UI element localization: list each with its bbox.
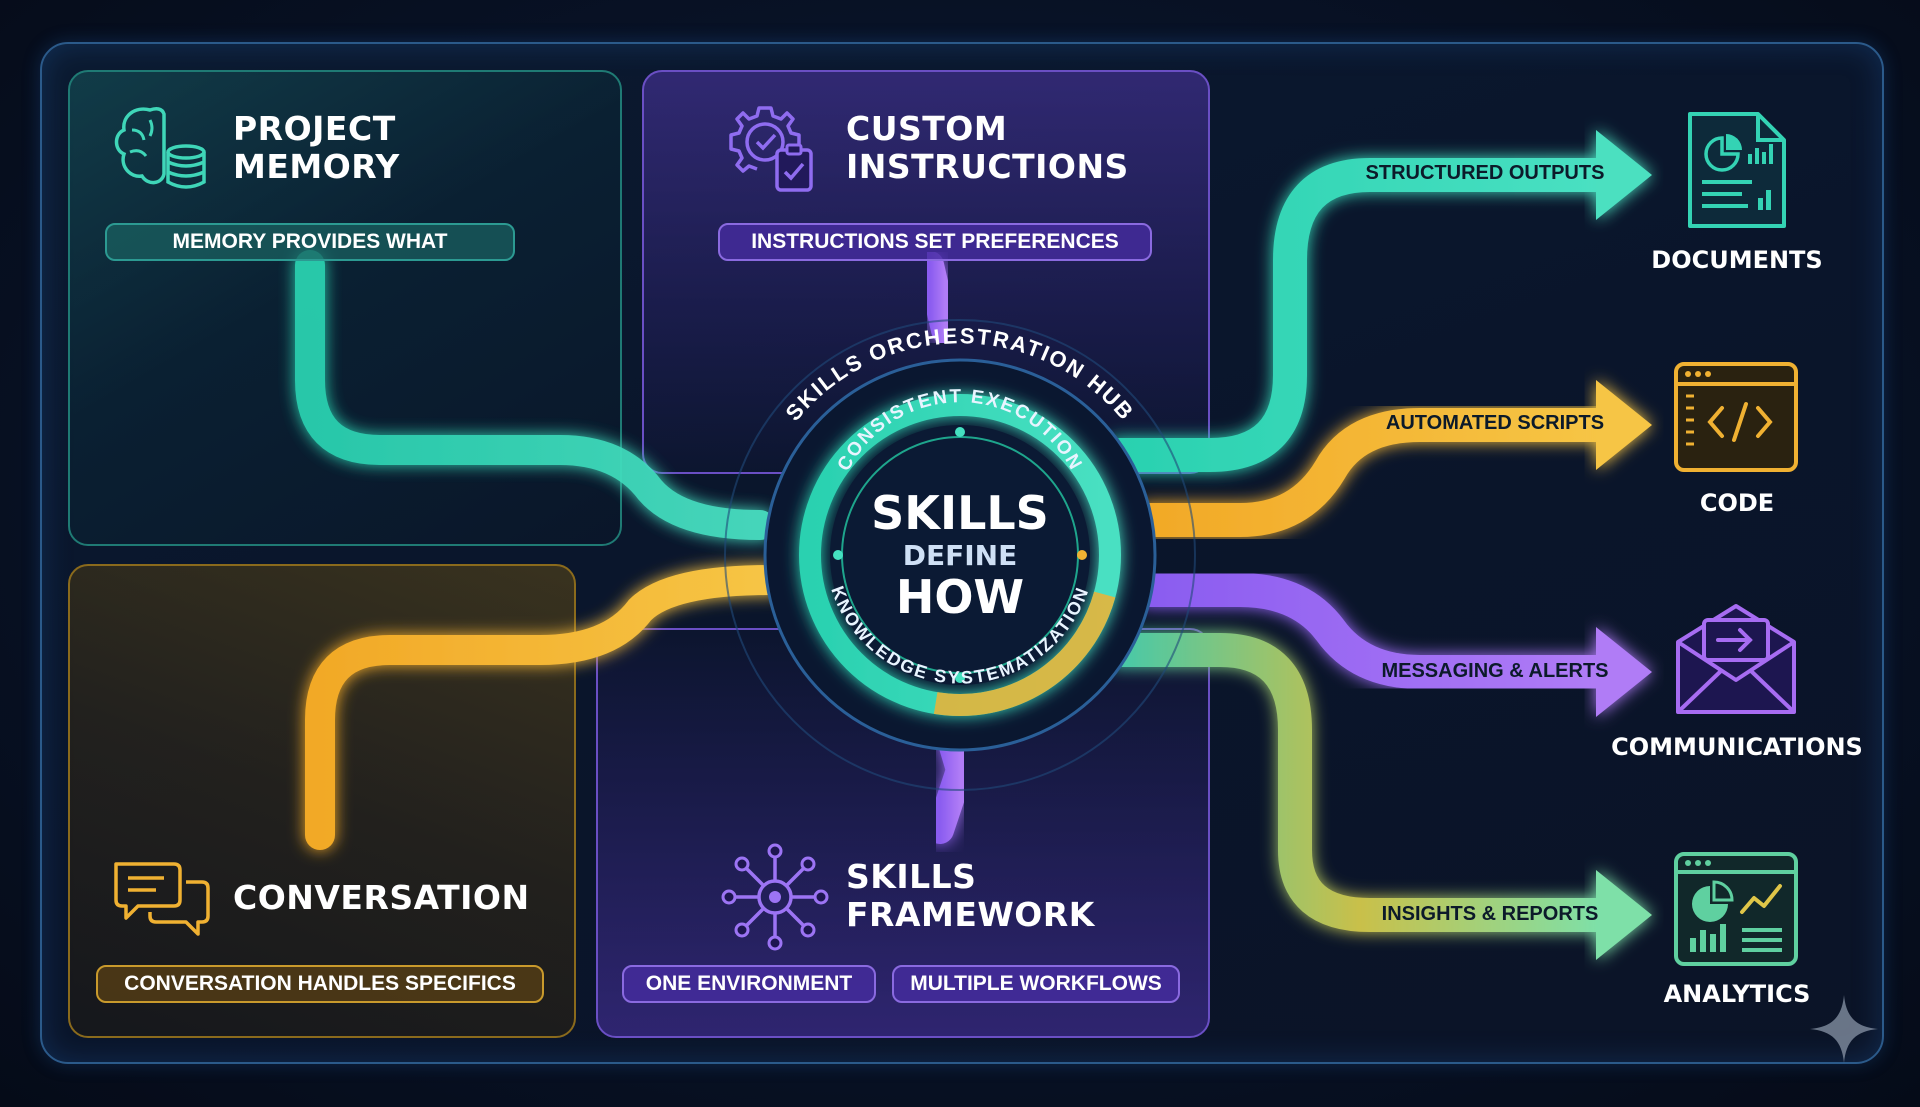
instructions-connector xyxy=(916,251,959,344)
brain-database-icon xyxy=(114,107,206,189)
hub-line-define: DEFINE xyxy=(902,539,1018,572)
code-arrowhead xyxy=(1596,380,1652,470)
documents-arrowhead xyxy=(1596,130,1652,220)
conversation-connector xyxy=(305,565,785,850)
code-connector xyxy=(1133,408,1617,537)
memory-title-line2: MEMORY xyxy=(233,147,400,186)
output-label-code: CODE xyxy=(1699,489,1775,517)
dashboard-icon xyxy=(1674,852,1798,966)
project-memory-panel xyxy=(68,70,622,546)
instructions-chip: INSTRUCTIONS SET PREFERENCES xyxy=(718,223,1152,261)
sparkle-icon xyxy=(1810,995,1878,1063)
arrow-label-automated-scripts: AUTOMATED SCRIPTS xyxy=(1385,412,1605,434)
code-window-icon xyxy=(1674,362,1798,472)
analytics-arrowhead xyxy=(1596,870,1652,960)
arrow-label-insights-reports: INSIGHTS & REPORTS xyxy=(1381,903,1599,925)
instructions-title-line1: CUSTOM xyxy=(846,109,1008,148)
conversation-title: CONVERSATION xyxy=(233,878,530,917)
memory-title-line1: PROJECT xyxy=(233,109,396,148)
chat-bubbles-icon xyxy=(114,862,210,936)
framework-chip-workflows: MULTIPLE WORKFLOWS xyxy=(892,965,1180,1003)
analytics-connector xyxy=(1103,633,1617,932)
gear-checklist-icon xyxy=(729,106,813,192)
framework-chip-environment: ONE ENVIRONMENT xyxy=(622,965,876,1003)
output-label-communications: COMMUNICATIONS xyxy=(1611,733,1863,761)
hub-line-how: HOW xyxy=(895,570,1025,624)
communications-arrowhead xyxy=(1596,627,1652,717)
arrow-label-messaging-alerts: MESSAGING & ALERTS xyxy=(1381,660,1609,682)
memory-chip: MEMORY PROVIDES WHAT xyxy=(105,223,515,261)
output-label-documents: DOCUMENTS xyxy=(1651,246,1823,274)
arrow-label-structured-outputs: STRUCTURED OUTPUTS xyxy=(1365,162,1605,184)
instructions-title-line2: INSTRUCTIONS xyxy=(846,147,1129,186)
framework-title-line1: SKILLS xyxy=(846,857,977,896)
conversation-chip: CONVERSATION HANDLES SPECIFICS xyxy=(96,965,544,1003)
communications-connector xyxy=(1133,573,1617,689)
documents-connector xyxy=(1103,158,1617,472)
hub-line-skills: SKILLS xyxy=(871,486,1049,540)
output-label-analytics: ANALYTICS xyxy=(1663,980,1811,1008)
document-chart-icon xyxy=(1688,112,1786,228)
envelope-icon xyxy=(1676,604,1796,714)
framework-title-line2: FRAMEWORK xyxy=(846,895,1095,934)
network-hub-icon xyxy=(721,843,829,951)
memory-connector xyxy=(295,250,775,540)
hub-core xyxy=(830,425,1090,685)
